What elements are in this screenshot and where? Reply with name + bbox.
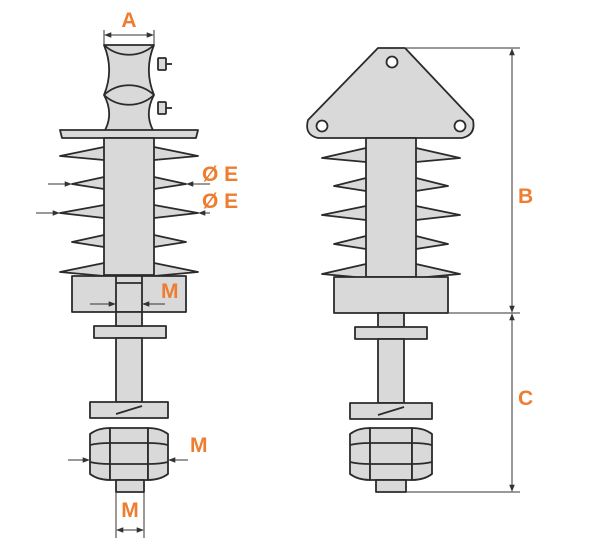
plate-hole-right — [453, 119, 467, 133]
left-view — [59, 44, 199, 493]
label-m-bottom: M — [121, 499, 139, 522]
label-m-nut: M — [190, 434, 208, 457]
stud-shaft-right — [377, 338, 405, 404]
label-e-upper: Ø E — [202, 163, 238, 186]
right-view — [306, 47, 475, 493]
top-flange — [59, 129, 199, 139]
label-e-lower: Ø E — [202, 190, 238, 213]
plate-hole-left — [315, 119, 329, 133]
stud — [115, 275, 143, 313]
dimension-labels: A Ø E Ø E M M M B C — [121, 9, 533, 522]
plate-hole-top — [385, 55, 399, 69]
label-c: C — [518, 387, 533, 410]
washer-upper — [93, 325, 167, 339]
insulator-core-right — [365, 137, 417, 278]
label-a: A — [121, 9, 136, 32]
dimension-lines — [36, 30, 520, 538]
insulator-core — [103, 137, 155, 276]
label-m-stud: M — [161, 280, 179, 303]
label-b: B — [518, 185, 533, 208]
stud-shaft — [115, 311, 143, 327]
hex-nuts — [89, 427, 169, 481]
stud-end-right — [375, 479, 407, 493]
clevis-saddle — [103, 44, 172, 133]
triangular-plate — [306, 47, 475, 139]
stud-end — [115, 479, 145, 493]
base-cup-right — [333, 276, 449, 314]
hex-nuts-right — [349, 427, 433, 481]
washer-upper-right — [354, 326, 428, 340]
